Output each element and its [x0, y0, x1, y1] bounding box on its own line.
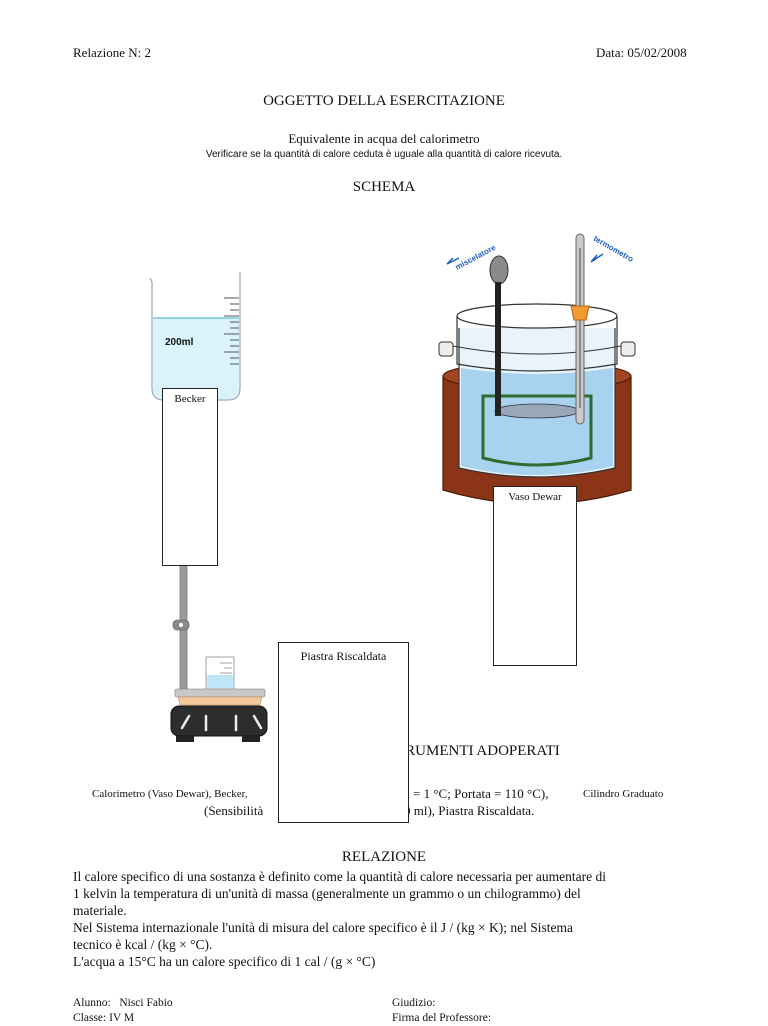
schema-heading: SCHEMA — [352, 179, 416, 195]
report-line: 1 kelvin la temperatura di un'unità di m… — [73, 886, 581, 901]
footer-left: Alunno: Nisci Fabio Classe: IV M — [73, 996, 173, 1026]
objective-heading: OGGETTO DELLA ESERCITAZIONE — [263, 93, 505, 109]
instruments-line1-left: Calorimetro (Vaso Dewar), Becker, — [92, 788, 248, 800]
dewar-label-box: Vaso Dewar — [493, 486, 577, 666]
instruments-line2-left: (Sensibilità — [204, 803, 264, 818]
report-line: Il calore specifico di una sostanza è de… — [73, 869, 607, 884]
grade-label: Giudizio: — [392, 997, 436, 1009]
beaker-stand-illustration: 200ml — [149, 272, 268, 742]
plate-label: Piastra Riscaldata — [300, 649, 387, 663]
instruments-heading: TRUMENTI ADOPERATI — [396, 743, 560, 759]
report-body: Il calore specifico di una sostanza è de… — [73, 868, 703, 970]
report-heading: RELAZIONE — [341, 849, 427, 865]
dewar-label: Vaso Dewar — [508, 491, 562, 503]
objective-description: Verificare se la quantità di calore cedu… — [205, 149, 563, 160]
report-date: Data: 05/02/2008 — [596, 45, 687, 60]
dewar-illustration: miscelatore termometro — [438, 233, 636, 505]
instruments-line2-right: 0 ml), Piastra Riscaldata. — [404, 803, 535, 818]
student-class: Classe: IV M — [73, 1012, 135, 1024]
becker-label: Becker — [174, 393, 206, 405]
plate-label-box: Piastra Riscaldata — [278, 642, 409, 823]
signature-label: Firma del Professore: — [392, 1012, 492, 1024]
instruments-line1-end: Cilindro Graduato — [583, 788, 664, 800]
student-name: Alunno: Nisci Fabio — [73, 997, 173, 1009]
report-line: Nel Sistema internazionale l'unità di mi… — [73, 920, 574, 935]
beaker-scale-label: 200ml — [165, 337, 194, 348]
thermometer-label: termometro — [592, 234, 635, 264]
becker-label-box: Becker — [162, 388, 218, 566]
report-line: L'acqua a 15°C ha un calore specifico di… — [73, 954, 376, 969]
report-line: materiale. — [73, 903, 127, 918]
instruments-line1-right: à = 1 °C; Portata = 110 °C), — [404, 786, 549, 801]
report-line: tecnico è kcal / (kg × °C). — [73, 937, 213, 952]
objective-subtitle: Equivalente in acqua del calorimetro — [288, 131, 480, 146]
report-number: Relazione N: 2 — [73, 45, 151, 60]
footer-right: Giudizio: Firma del Professore: — [392, 996, 491, 1026]
